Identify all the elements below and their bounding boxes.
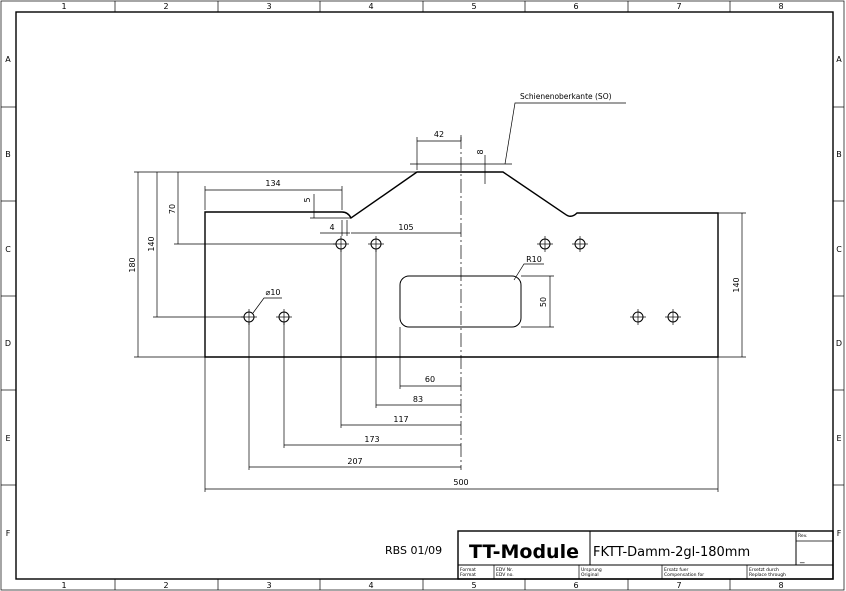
- slot-cutout: [399, 275, 522, 328]
- dimension-70: 70: [168, 204, 177, 214]
- row-label: E: [836, 434, 841, 443]
- column-label: 2: [163, 2, 168, 11]
- dimension-134: 134: [265, 179, 280, 188]
- row-label: E: [5, 434, 10, 443]
- row-ticks-right: [833, 106, 844, 486]
- row-label: F: [837, 529, 842, 538]
- column-ticks-top: [114, 1, 731, 12]
- dimension-83: 83: [413, 395, 423, 404]
- dimension-4: 4: [329, 223, 334, 232]
- column-label: 8: [778, 2, 783, 11]
- dimension-173: 173: [364, 435, 379, 444]
- dimension-140-right: 140: [732, 277, 741, 292]
- column-label: 1: [61, 581, 66, 590]
- logo-text: TT-Module: [469, 541, 579, 563]
- edv-label: EDV Nr.EDV no.: [496, 567, 514, 578]
- row-label: B: [836, 150, 842, 159]
- dimension-140-left: 140: [147, 236, 156, 251]
- radius-label: R10: [526, 255, 542, 264]
- dimension-105: 105: [398, 223, 413, 232]
- dimension-texts: 42 8 134 5 70 4 105 140 180 140 50 R10 ⌀…: [128, 130, 741, 487]
- row-ticks-left: [1, 106, 16, 486]
- hole: [630, 309, 646, 325]
- part-outline: [204, 171, 719, 358]
- column-ticks-bottom: [114, 579, 731, 590]
- title-block: RBS 01/09 TT-Module FKTT-Damm-2gl-180mm …: [385, 530, 834, 580]
- column-label: 2: [163, 581, 168, 590]
- column-label: 4: [368, 581, 373, 590]
- hole: [572, 236, 588, 252]
- dimension-42: 42: [434, 130, 444, 139]
- row-label: D: [836, 339, 842, 348]
- row-label: A: [5, 55, 11, 64]
- row-label: C: [836, 245, 842, 254]
- revision-code: RBS 01/09: [385, 544, 442, 557]
- column-label: 7: [676, 2, 681, 11]
- row-label: D: [5, 339, 11, 348]
- column-labels-bottom: 1 2 3 4 5 6 7 8: [61, 581, 783, 590]
- column-label: 4: [368, 2, 373, 11]
- hole-diameter-label: ⌀10: [266, 288, 281, 297]
- row-label: C: [5, 245, 11, 254]
- column-label: 3: [266, 581, 271, 590]
- dimension-lines: [134, 137, 746, 492]
- dimension-500: 500: [453, 478, 468, 487]
- dimension-8: 8: [476, 149, 485, 154]
- dimension-60: 60: [425, 375, 435, 384]
- rail-top-edge-annotation: Schienenoberkante (SO): [410, 92, 626, 165]
- column-label: 3: [266, 2, 271, 11]
- column-label: 5: [471, 581, 476, 590]
- column-label: 1: [61, 2, 66, 11]
- dimension-207: 207: [347, 457, 362, 466]
- rev-label: Rev.: [798, 533, 807, 539]
- dimension-5: 5: [303, 197, 312, 202]
- dimension-117: 117: [393, 415, 408, 424]
- row-labels-right: A B C D E F: [836, 55, 842, 538]
- rev-value: _: [799, 554, 805, 564]
- row-label: F: [6, 529, 11, 538]
- drawing-title: FKTT-Damm-2gl-180mm: [593, 545, 750, 560]
- column-label: 5: [471, 2, 476, 11]
- row-label: A: [836, 55, 842, 64]
- column-label: 7: [676, 581, 681, 590]
- column-labels-top: 1 2 3 4 5 6 7 8: [61, 2, 783, 11]
- hole: [537, 236, 553, 252]
- hole: [665, 309, 681, 325]
- column-label: 6: [573, 2, 578, 11]
- column-label: 6: [573, 581, 578, 590]
- dimension-50: 50: [539, 297, 548, 307]
- column-label: 8: [778, 581, 783, 590]
- rail-top-edge-label: Schienenoberkante (SO): [520, 92, 612, 101]
- row-labels-left: A B C D E F: [5, 55, 11, 538]
- dimension-180: 180: [128, 257, 137, 272]
- row-label: B: [5, 150, 11, 159]
